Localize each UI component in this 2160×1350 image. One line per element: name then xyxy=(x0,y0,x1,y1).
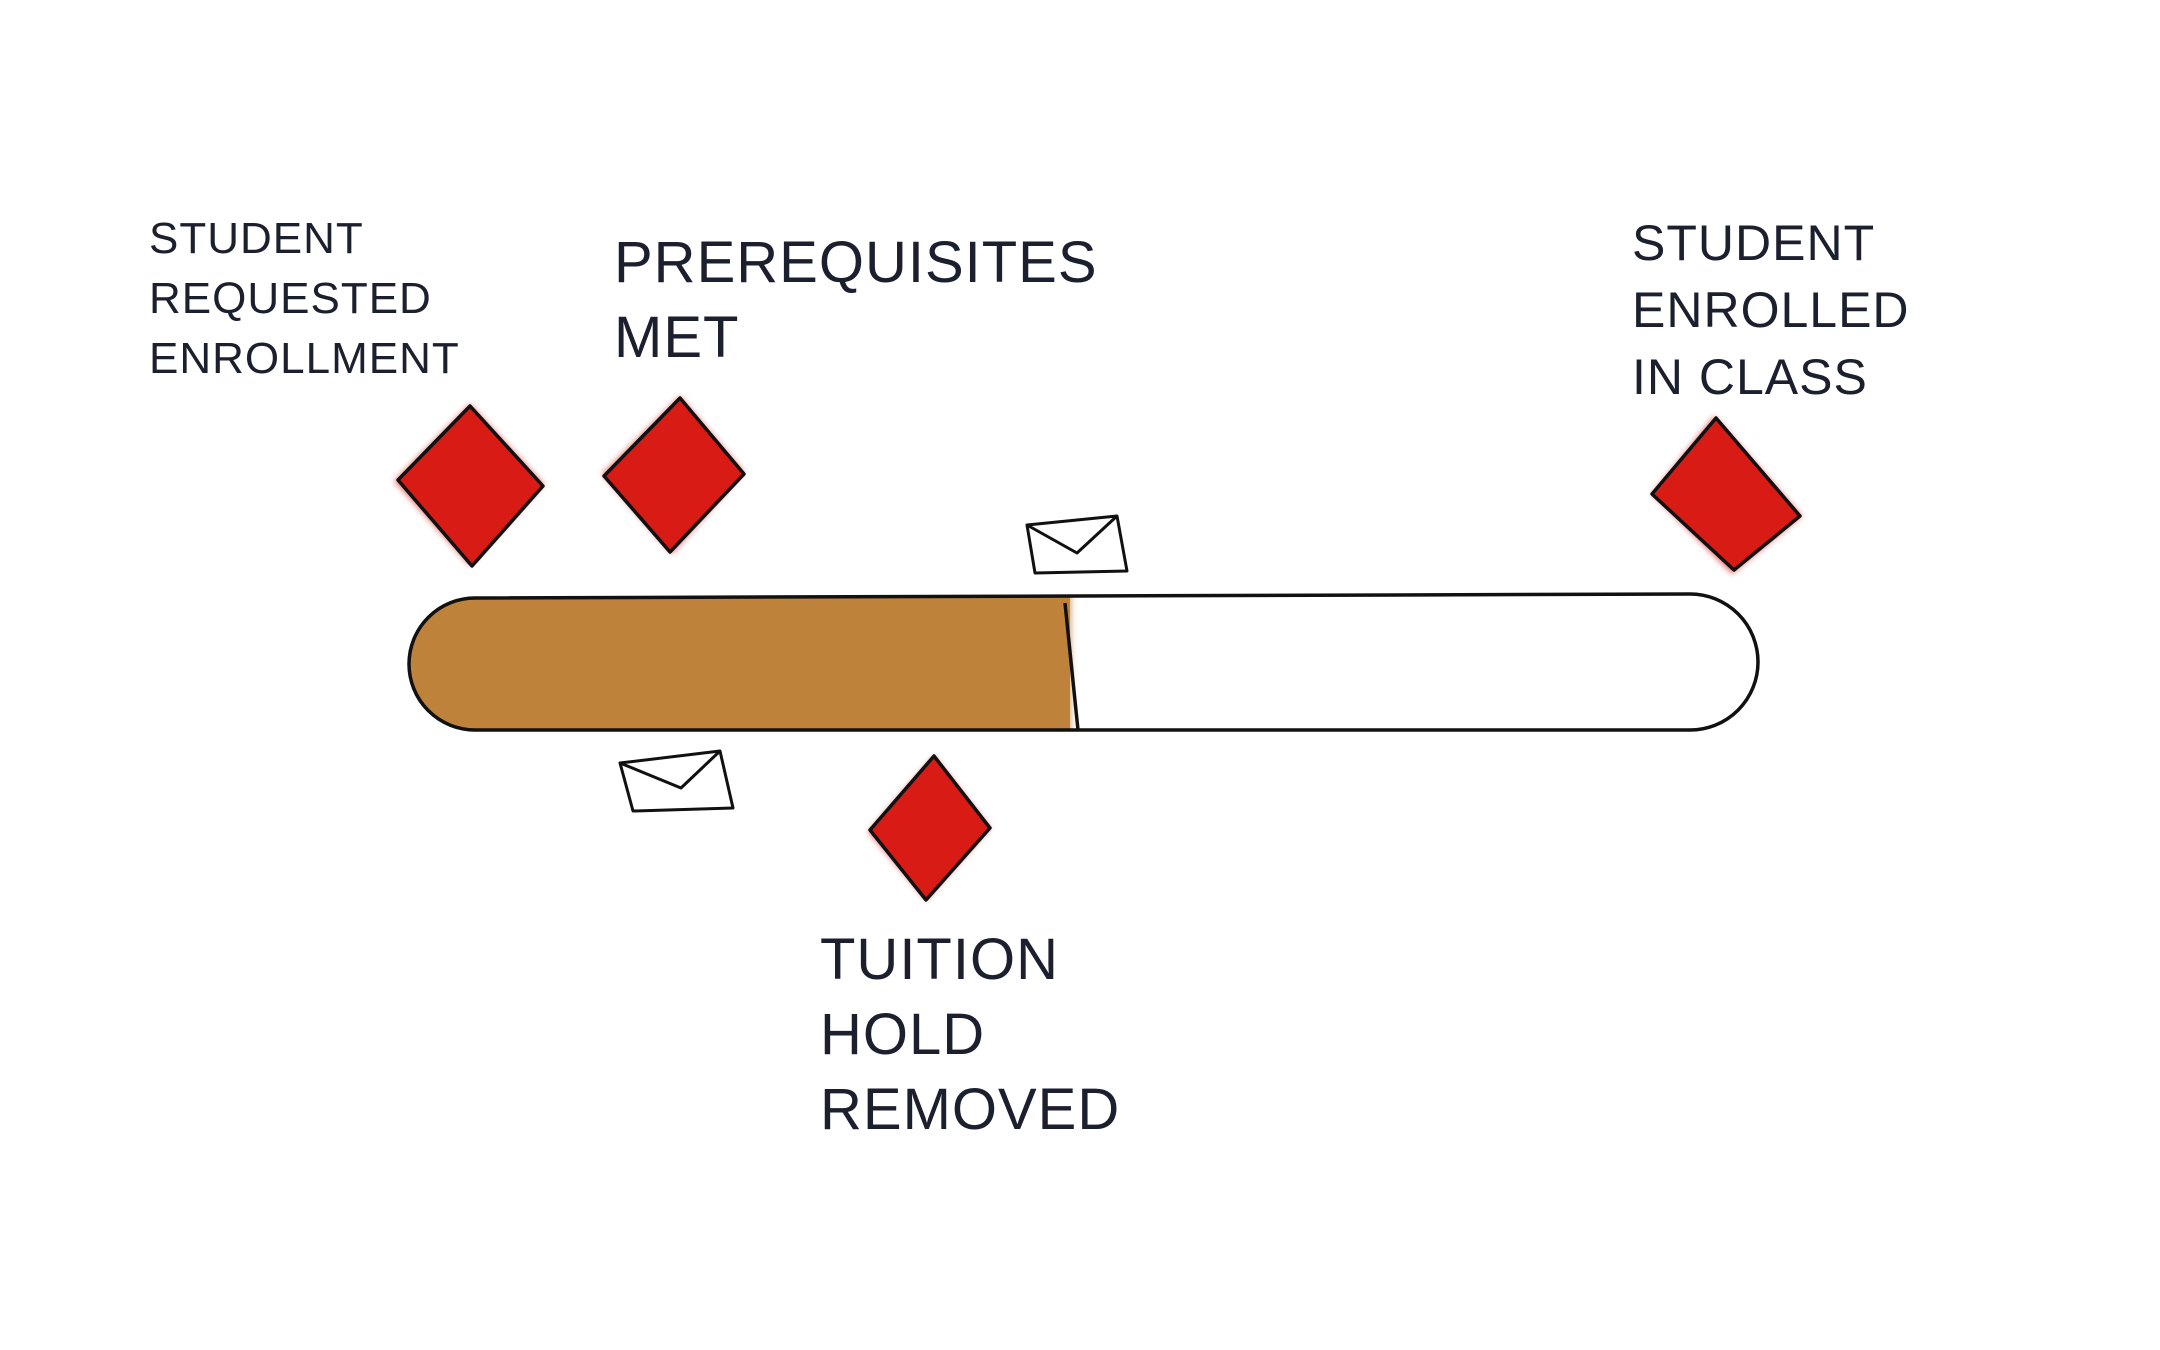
red-diamond-icon xyxy=(394,404,545,568)
red-diamond-icon xyxy=(602,396,746,554)
progress-bar-fill xyxy=(409,594,1071,730)
milestone-label-line: STUDENT xyxy=(149,214,364,263)
milestone-label-line: MET xyxy=(614,305,740,370)
milestone-label-line: TUITION xyxy=(820,927,1059,992)
milestone-label-line: ENROLLMENT xyxy=(149,334,460,383)
milestone-label-line: ENROLLED xyxy=(1632,282,1910,338)
milestone-label-line: REMOVED xyxy=(820,1077,1121,1142)
red-diamond-icon xyxy=(868,754,992,902)
progress-bar-outline xyxy=(407,592,1760,732)
milestone-label-line: REQUESTED xyxy=(149,274,432,323)
progress-bar xyxy=(407,592,1760,732)
red-diamond-icon xyxy=(1650,416,1802,574)
milestone-label-line: PREREQUISITES xyxy=(614,230,1098,295)
milestone-label-prerequisites-met: PREREQUISITES MET xyxy=(614,225,1098,375)
milestone-label-tuition-hold-removed: TUITION HOLD REMOVED xyxy=(820,922,1120,1147)
envelope-icon xyxy=(618,749,735,813)
milestone-label-line: IN CLASS xyxy=(1632,349,1868,405)
milestone-label-line: HOLD xyxy=(820,1002,986,1067)
milestone-label-student-requested-enrollment: STUDENT REQUESTED ENROLLMENT xyxy=(149,209,460,389)
milestone-label-student-enrolled-in-class: STUDENT ENROLLED IN CLASS xyxy=(1632,210,1910,411)
milestone-label-line: STUDENT xyxy=(1632,215,1876,271)
progress-bar-divider xyxy=(1063,602,1080,731)
envelope-icon xyxy=(1025,514,1129,575)
